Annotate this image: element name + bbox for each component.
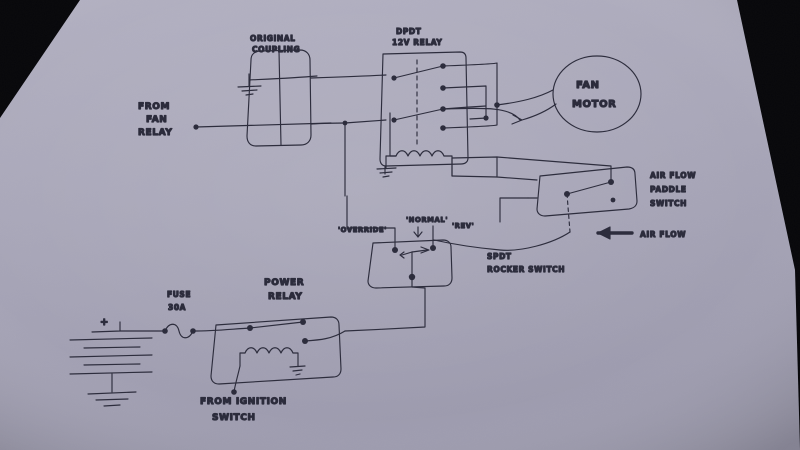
original-coupling-block bbox=[246, 49, 312, 147]
original-coupling-label: ORIGINAL COUPLING bbox=[250, 34, 300, 54]
power-relay-body bbox=[210, 316, 342, 385]
battery-symbol bbox=[69, 321, 153, 407]
battery-plus-label: + bbox=[100, 317, 109, 328]
air-flow-label: AIR FLOW bbox=[640, 230, 686, 239]
air-flow-paddle-switch-label: AIR FLOW PADDLE SWITCH bbox=[650, 171, 699, 208]
fan-motor bbox=[496, 55, 642, 133]
air-flow-paddle-switch-body bbox=[536, 166, 638, 217]
spdt-rocker-switch-body bbox=[367, 239, 453, 289]
dpdt-crossover-wiring bbox=[442, 62, 523, 129]
power-relay-coil bbox=[239, 347, 299, 367]
rocker-override-label: 'OVERRIDE' bbox=[338, 226, 387, 234]
dpdt-relay-body bbox=[379, 51, 469, 167]
from-fan-relay-label: FROM FAN RELAY bbox=[138, 102, 174, 138]
air-flow-paddle-switch-contacts bbox=[451, 156, 616, 233]
fuse-30a bbox=[119, 323, 251, 339]
from-ignition-switch-lead bbox=[231, 365, 241, 395]
rocker-common-feed-wire bbox=[344, 276, 426, 332]
fan-motor-label: FAN MOTOR bbox=[572, 80, 616, 110]
ground-symbol-dpdt bbox=[376, 112, 397, 178]
rocker-rev-label: 'REV' bbox=[452, 222, 474, 230]
air-flow-arrow-icon bbox=[596, 226, 634, 240]
spdt-rocker-switch-contacts bbox=[392, 245, 436, 281]
paddle-to-rev-wire bbox=[433, 231, 571, 251]
dpdt-relay-label: DPDT 12V RELAY bbox=[392, 27, 442, 47]
power-relay-contacts bbox=[247, 319, 346, 344]
spdt-rocker-switch-label: SPDT ROCKER SWITCH bbox=[487, 252, 565, 274]
coupling-output-wires bbox=[310, 74, 387, 197]
power-relay-label: POWER RELAY bbox=[264, 278, 308, 302]
normal-down-arrow-icon bbox=[413, 226, 423, 238]
override-wire bbox=[346, 195, 396, 251]
ground-symbol-power-relay bbox=[289, 365, 306, 376]
fuse-label: FUSE 30A bbox=[167, 290, 194, 312]
from-ignition-switch-label: FROM IGNITION SWITCH bbox=[200, 397, 291, 423]
rocker-normal-label: 'NORMAL' bbox=[406, 216, 448, 224]
